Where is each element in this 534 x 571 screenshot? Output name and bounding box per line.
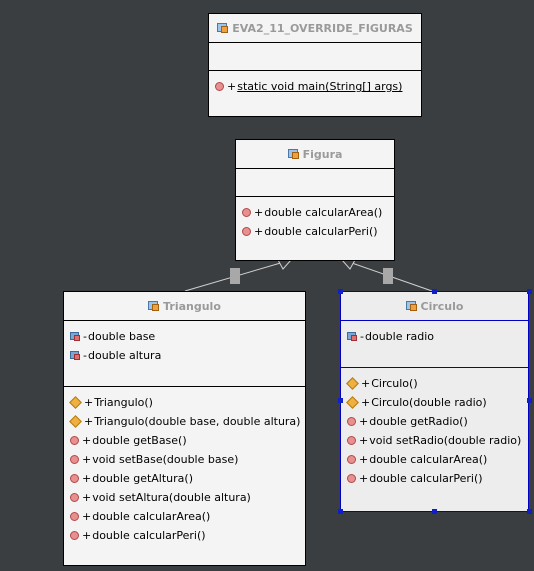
method-row[interactable]: + double getRadio() [347,412,528,431]
class-icon [405,301,417,311]
class-name: Circulo [420,299,464,313]
method-row[interactable]: + double calcularArea() [70,507,305,526]
public-method-icon [70,436,79,445]
method-row[interactable]: + double getAltura() [70,469,305,488]
class-icon [287,149,299,159]
field-row[interactable]: - double altura [70,346,305,365]
selection-handle[interactable] [432,509,437,514]
class-icon [217,23,229,33]
constructor-row[interactable]: + Circulo() [346,374,528,393]
private-field-icon [70,351,80,360]
selection-handle[interactable] [432,289,437,294]
selection-handle[interactable] [338,398,343,403]
class-header: EVA2_11_OVERRIDE_FIGURAS [209,14,421,43]
methods-section: + Circulo() + Circulo(double radio) + do… [341,368,528,488]
method-row[interactable]: + double calcularPeri() [242,222,394,241]
constructor-row[interactable]: + Triangulo() [69,393,305,412]
constructor-icon [346,377,359,390]
method-row[interactable]: + double calcularPeri() [347,469,528,488]
class-header: Circulo [341,292,528,321]
public-method-icon [70,455,79,464]
class-name: Figura [302,147,343,161]
methods-section: + Triangulo() + Triangulo(double base, d… [64,387,305,545]
class-name: EVA2_11_OVERRIDE_FIGURAS [232,21,413,35]
method-row[interactable]: + static void main(String[] args) [215,77,421,96]
field-row[interactable]: - double base [70,327,305,346]
methods-section: + static void main(String[] args) [209,71,421,96]
public-method-icon [70,493,79,502]
public-method-icon [70,531,79,540]
class-main[interactable]: EVA2_11_OVERRIDE_FIGURAS + static void m… [208,13,422,117]
selection-handle[interactable] [527,509,532,514]
class-header: Figura [236,140,394,169]
field-row[interactable]: - double radio [347,327,528,346]
constructor-row[interactable]: + Circulo(double radio) [346,393,528,412]
selection-handle[interactable] [527,398,532,403]
constructor-icon [69,415,82,428]
class-circulo[interactable]: Circulo - double radio + Circulo() + Cir… [340,291,529,512]
public-method-icon [242,227,251,236]
method-row[interactable]: + void setBase(double base) [70,450,305,469]
class-figura[interactable]: Figura + double calcularArea() + double … [235,139,395,261]
method-row[interactable]: + double calcularArea() [347,450,528,469]
connector-handle[interactable] [230,268,240,284]
public-method-icon [70,474,79,483]
method-row[interactable]: + double calcularPeri() [70,526,305,545]
public-method-icon [347,436,356,445]
constructor-icon [346,396,359,409]
public-method-icon [347,417,356,426]
connector-handle[interactable] [383,268,393,284]
public-method-icon [70,512,79,521]
public-method-icon [347,455,356,464]
class-name: Triangulo [163,299,221,313]
method-row[interactable]: + double calcularArea() [242,203,394,222]
constructor-row[interactable]: + Triangulo(double base, double altura) [69,412,305,431]
fields-section [236,169,394,197]
fields-section [209,43,421,71]
method-row[interactable]: + void setRadio(double radio) [347,431,528,450]
public-method-icon [347,474,356,483]
method-row[interactable]: + void setAltura(double altura) [70,488,305,507]
private-field-icon [347,332,357,341]
fields-section: - double base - double altura [64,321,305,387]
private-field-icon [70,332,80,341]
class-icon [148,301,160,311]
methods-section: + double calcularArea() + double calcula… [236,197,394,241]
selection-handle[interactable] [338,289,343,294]
method-row[interactable]: + double getBase() [70,431,305,450]
class-header: Triangulo [64,292,305,321]
class-triangulo[interactable]: Triangulo - double base - double altura … [63,291,306,566]
public-method-icon [242,208,251,217]
public-method-icon [215,82,224,91]
fields-section: - double radio [341,321,528,368]
selection-handle[interactable] [527,289,532,294]
constructor-icon [69,396,82,409]
selection-handle[interactable] [338,509,343,514]
